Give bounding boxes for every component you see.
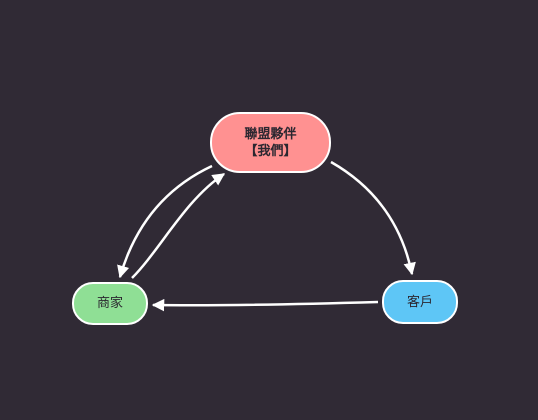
node-merchant-label: 商家 bbox=[96, 296, 123, 311]
edge-partner-to-merchant bbox=[117, 164, 213, 279]
node-customer-label: 客戶 bbox=[406, 294, 433, 310]
edge-customer-to-merchant bbox=[151, 298, 379, 312]
edge-partner-to-customer bbox=[330, 160, 416, 276]
node-merchant: 商家 bbox=[72, 282, 148, 325]
node-customer: 客戶 bbox=[382, 280, 458, 324]
edge-merchant-to-partner bbox=[131, 172, 226, 279]
node-affiliate-partner-label: 聯盟夥伴 【我們】 bbox=[244, 126, 297, 159]
node-affiliate-partner: 聯盟夥伴 【我們】 bbox=[210, 112, 331, 173]
